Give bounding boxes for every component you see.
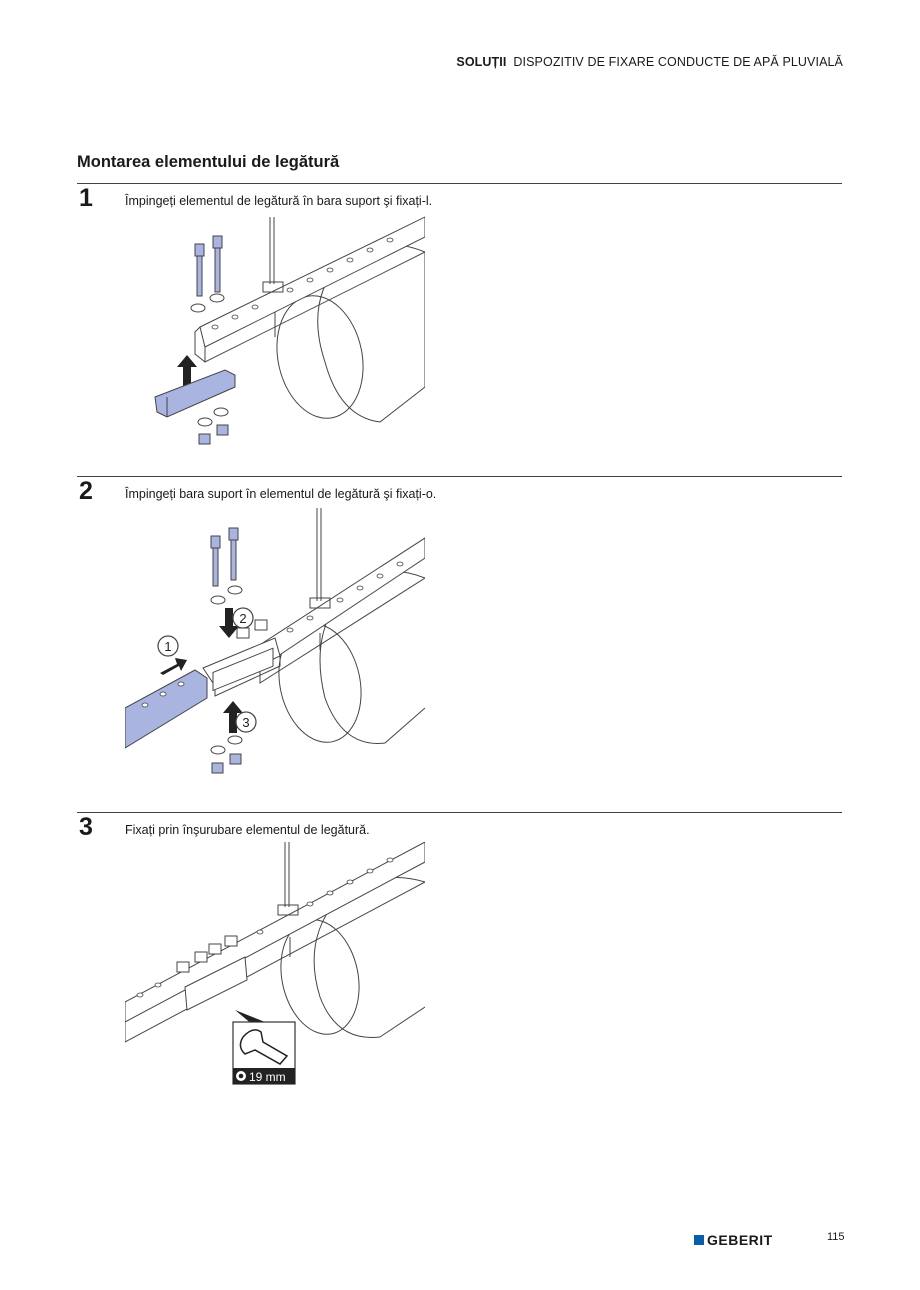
step-3-text: Fixați prin înşurubare elementul de legă… <box>125 823 370 837</box>
step-1-number: 1 <box>79 184 93 212</box>
step-1-text: Împingeți elementul de legătură în bara … <box>125 194 433 208</box>
callout-1: 1 <box>164 639 171 654</box>
brand-name: GEBERIT <box>707 1232 773 1248</box>
page-number: 115 <box>827 1231 845 1243</box>
step-2-divider <box>77 476 842 477</box>
page-title: Montarea elementului de legătură <box>77 153 340 171</box>
step-2-illustration: 1 2 3 <box>125 508 425 774</box>
page-header: SOLUȚII DISPOZITIV DE FIXARE CONDUCTE DE … <box>456 55 843 69</box>
step-1-illustration <box>154 216 425 445</box>
step-3-divider <box>77 812 842 813</box>
step-1-divider <box>77 183 842 184</box>
step-2-number: 2 <box>79 477 93 505</box>
step-2-text: Împingeți bara suport în elementul de le… <box>125 487 437 501</box>
tool-size-label: 19 mm <box>249 1070 286 1084</box>
brand-square-icon <box>694 1235 704 1245</box>
brand-logo: GEBERIT <box>694 1232 773 1248</box>
callout-2: 2 <box>239 611 246 626</box>
step-3-number: 3 <box>79 813 93 841</box>
callout-3: 3 <box>242 715 249 730</box>
header-section: SOLUȚII <box>456 55 507 69</box>
step-3-illustration: 19 mm <box>125 842 425 1085</box>
header-topic: DISPOZITIV DE FIXARE CONDUCTE DE APĂ PLU… <box>513 55 843 69</box>
